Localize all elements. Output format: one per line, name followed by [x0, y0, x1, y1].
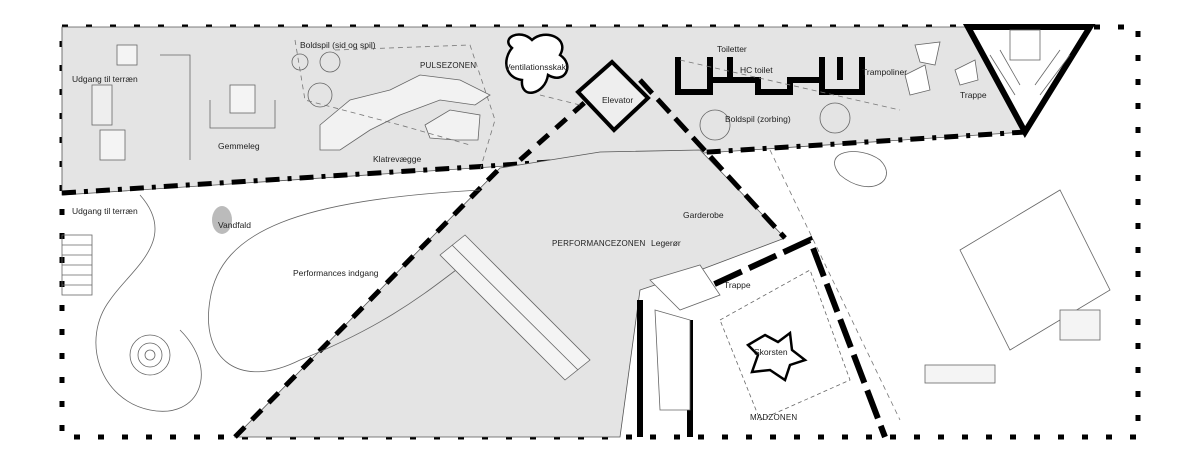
- label-play-tubes: Legerør: [651, 238, 681, 248]
- curved-walkway: [95, 189, 481, 412]
- audience-seating: [439, 234, 591, 381]
- elevator-shaft: [575, 59, 651, 133]
- label-elevator: Elevator: [602, 95, 633, 105]
- label-stairs-top: Trappe: [960, 90, 987, 100]
- label-hc-toilet: HC toilet: [740, 65, 773, 75]
- label-trampolines: Trampoliner: [862, 67, 907, 77]
- label-ventilation: Ventilationsskakt: [505, 62, 569, 72]
- label-performance-zone: PERFORMANCEZONEN: [552, 239, 645, 248]
- label-performance-entrance: Performances indgang: [293, 268, 379, 278]
- label-chimney: Skorsten: [754, 347, 788, 357]
- stairs-top: [989, 29, 1071, 96]
- label-ball-games-zorbing: Boldspil (zorbing): [725, 114, 791, 124]
- chimney-shape: [745, 330, 808, 382]
- performance-wall-left: [233, 166, 502, 439]
- food-zone-wall-right: [678, 235, 888, 439]
- label-food-zone: MADZONEN: [750, 413, 797, 422]
- toilets-block: [675, 57, 865, 95]
- food-zone-tables: [769, 149, 1111, 421]
- food-zone-seating: [719, 269, 851, 421]
- label-wardrobe: Garderobe: [683, 210, 724, 220]
- stairs-mid: [649, 264, 721, 411]
- stair-core-top: [962, 24, 1096, 138]
- label-ball-games-sit: Boldspil (sid og spil): [300, 40, 376, 50]
- hide-and-seek-structures: [91, 44, 276, 161]
- label-toilets: Toiletter: [717, 44, 747, 54]
- circulation-lines: [294, 39, 901, 171]
- label-stairs-mid: Trappe: [724, 280, 751, 290]
- climbing-walls: [319, 74, 491, 151]
- label-climbing-walls: Klatrevægge: [373, 154, 421, 164]
- stairs-left: [61, 234, 93, 296]
- label-exit-left: Udgang til terræn: [72, 206, 138, 216]
- label-exit-top: Udgang til terræn: [72, 74, 138, 84]
- ventilation-shaft: [505, 33, 569, 94]
- label-hide-and-seek: Gemmeleg: [218, 141, 260, 151]
- ball-play-circles: [291, 51, 851, 141]
- label-waterfall: Vandfald: [218, 220, 251, 230]
- label-pulse-zone: PULSEZONEN: [420, 61, 476, 70]
- performance-wall-right: [638, 78, 787, 240]
- trampolines: [904, 41, 979, 96]
